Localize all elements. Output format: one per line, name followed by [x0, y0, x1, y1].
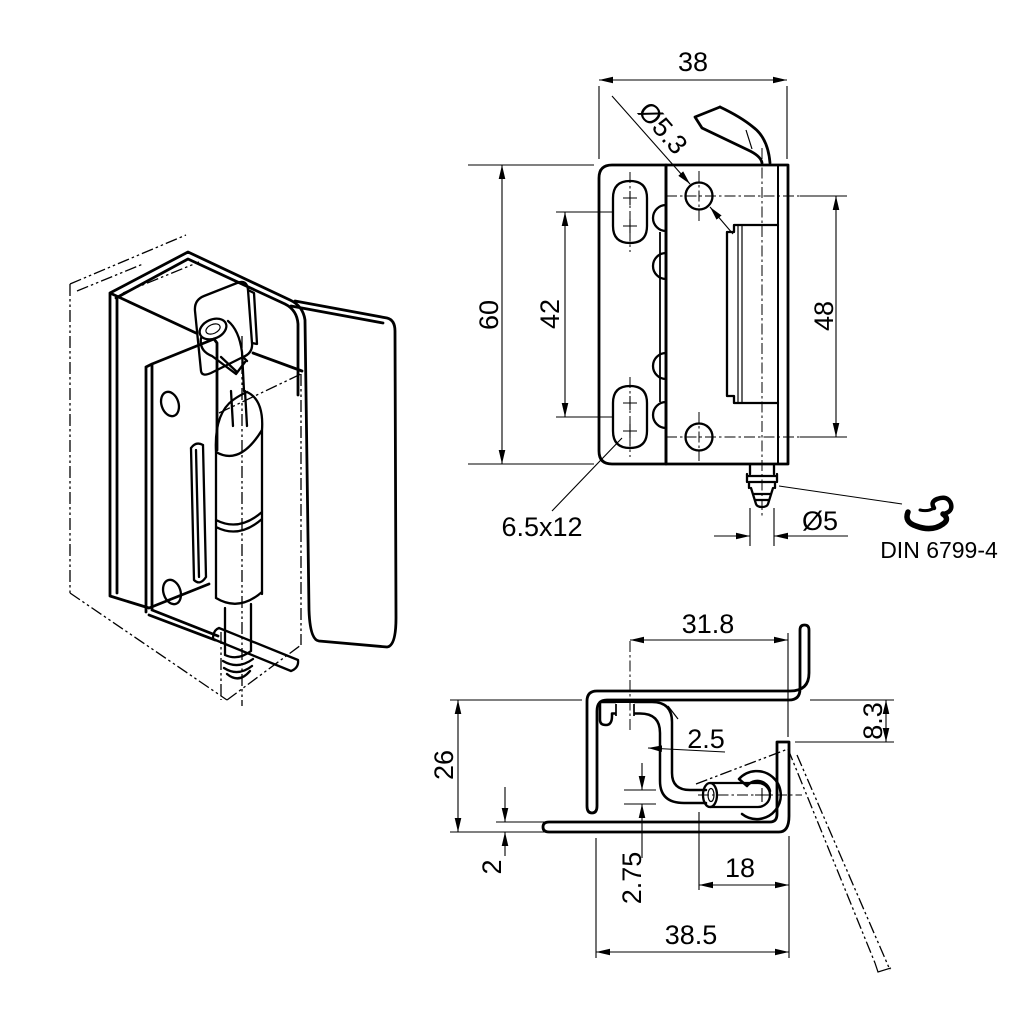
front-view	[597, 105, 800, 516]
front-view-dimensions: 38 60 42 48 Ø5.3 6.5x12 Ø5	[468, 47, 848, 546]
retaining-ring-icon	[904, 495, 954, 532]
dim-height-label: 60	[474, 300, 504, 330]
mounting-slot-bottom	[611, 384, 649, 450]
dim-pin-offset-label: 2.75	[617, 852, 647, 905]
phantom-door-panel	[69, 234, 228, 701]
section-view	[541, 623, 892, 973]
knuckle-curl	[737, 769, 782, 821]
dim-hole-diameter-label: Ø5.3	[632, 96, 693, 160]
dim-hole-spacing-label: 48	[809, 301, 839, 331]
thickness-leader	[647, 745, 726, 753]
recess-channel	[725, 223, 780, 405]
ext-lines-2	[496, 821, 545, 833]
leaf-plate-outline	[144, 337, 220, 642]
section-view-dimensions: 31.8 8.3 26 2.5 2 2.75 18 38.5	[429, 609, 894, 958]
dim-sheet-thickness-label: 2.5	[687, 724, 725, 754]
open-door-phantom	[695, 748, 891, 971]
hook-tab	[693, 105, 772, 165]
hinge-pin	[745, 462, 779, 509]
open-door-phantom-cap	[874, 962, 892, 973]
ext-lines-2-75	[624, 789, 656, 805]
dim-pin-diameter-label: Ø5	[802, 506, 838, 536]
hole-centerlines	[666, 171, 800, 461]
flange-hole-edges	[615, 704, 635, 716]
dim-profile-height-label: 26	[429, 750, 459, 780]
dim-pin-length-label: 18	[725, 853, 755, 883]
hook-opening	[198, 317, 228, 341]
ext-lines-60	[468, 164, 594, 465]
knuckle-bumps	[651, 203, 668, 430]
dim-base-thickness-label: 2	[477, 859, 507, 874]
frame-band-iso	[211, 626, 300, 673]
hole-dia-leader-2	[709, 206, 734, 235]
flange-hole-gap	[616, 703, 634, 716]
ext-lines-18	[698, 812, 790, 958]
frame-bracket-profile	[541, 740, 791, 834]
phantom-frame-panel	[218, 373, 302, 701]
ext-lines-38	[598, 86, 788, 159]
dim-width-label: 38	[678, 47, 708, 77]
channel-surface-lines	[737, 225, 743, 403]
leaf-hole-top	[159, 390, 181, 418]
isometric-view	[69, 234, 398, 706]
retaining-ring-annotation: DIN 6799-4	[778, 485, 998, 563]
ext-lines-26	[450, 699, 582, 833]
hinge-barrel	[214, 390, 264, 605]
dim-slot-spacing-label: 42	[535, 299, 565, 329]
ext-lines-pin-dia	[749, 508, 775, 546]
door-bracket-outline	[108, 250, 398, 649]
hook-opening-inner	[205, 323, 221, 335]
dim-slot-size-label: 6.5x12	[501, 512, 582, 542]
leaf-bend-tick	[667, 705, 679, 720]
hook-tube	[199, 319, 249, 428]
leaf-hole-bottom	[161, 578, 183, 606]
pivot-tab	[193, 280, 259, 376]
slot-size-leader	[551, 437, 623, 512]
mounting-slot-top	[611, 179, 649, 245]
door-sheet-profile	[585, 623, 811, 815]
left-leaf-plate	[597, 163, 668, 466]
retaining-ring-label: DIN 6799-4	[880, 537, 998, 563]
right-leaf-plate	[664, 163, 790, 466]
ext-lines-8-3	[795, 699, 894, 743]
dim-overall-width-label: 38.5	[665, 920, 718, 950]
leaf-slot-cutout	[189, 442, 208, 584]
dim-flange-width-label: 31.8	[682, 609, 735, 639]
hook-bend-crease	[745, 129, 753, 150]
retaining-ring-leader	[778, 485, 903, 505]
dim-lip-offset-label: 8.3	[858, 702, 888, 740]
hole-dia-leader-1	[611, 95, 691, 185]
